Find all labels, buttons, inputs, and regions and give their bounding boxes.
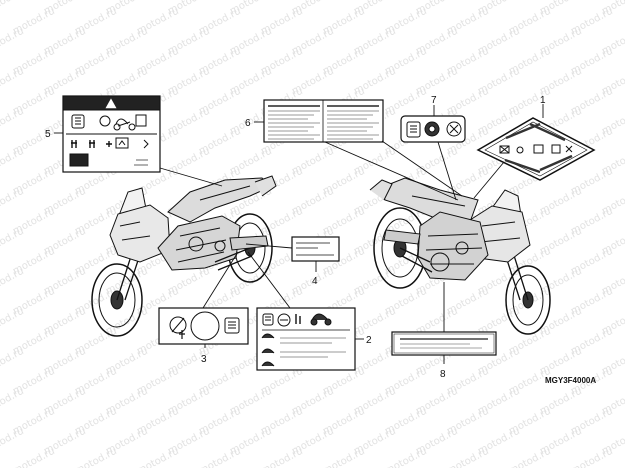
callout-3: 3 (201, 354, 207, 365)
callout-numbers: 1 2 3 4 5 6 7 8 (45, 95, 546, 380)
label-4-small-label (291, 236, 340, 262)
callout-2: 2 (366, 335, 372, 346)
callout-7: 7 (431, 95, 437, 106)
right-motorcycle (369, 177, 551, 335)
label-7-symbol-label (400, 115, 466, 143)
callout-6: 6 (245, 118, 251, 129)
left-front-wheel (91, 263, 143, 337)
callout-8: 8 (440, 369, 446, 380)
leader-lines (54, 104, 544, 364)
label-2-info-label (256, 307, 356, 371)
label-5-caution-panel (62, 95, 161, 173)
label-6-text-label (263, 99, 384, 143)
label-8-strip-label (391, 331, 497, 356)
callout-5: 5 (45, 129, 51, 140)
callout-4: 4 (312, 276, 318, 287)
label-1-diamond-label (476, 117, 596, 181)
diagram-code: MGY3F4000A (545, 376, 597, 385)
left-motorcycle (91, 175, 277, 337)
label-3-tire-symbol-label (158, 307, 249, 345)
callout-1: 1 (540, 95, 546, 106)
right-front-wheel (505, 265, 551, 335)
